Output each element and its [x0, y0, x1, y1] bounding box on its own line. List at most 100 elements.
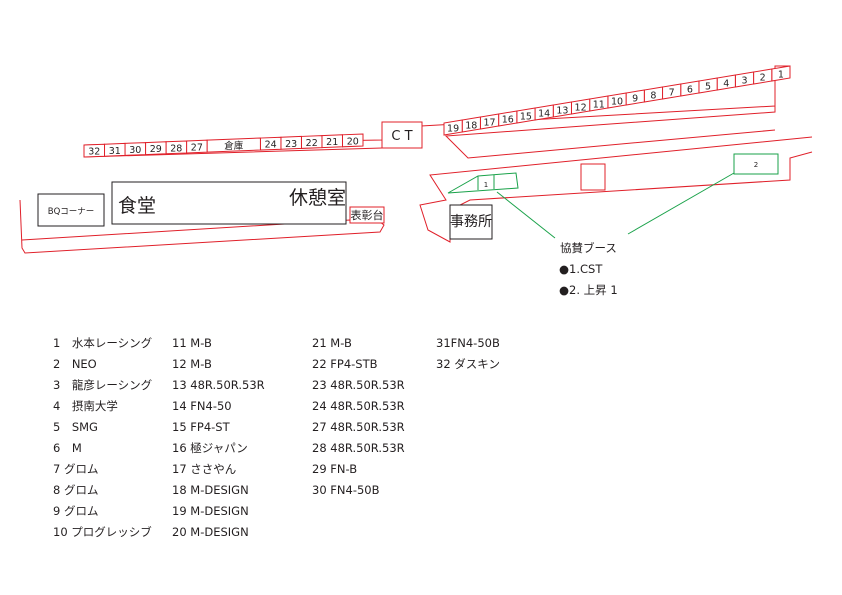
left-booth-label: 28: [170, 143, 182, 154]
legend-entry: 31FN4-50B: [436, 336, 500, 350]
legend-entry: 2 NEO: [53, 357, 97, 371]
top-booth-label: 16: [502, 115, 514, 126]
top-booth-label: 1: [778, 70, 784, 81]
top-booth-10: 10: [607, 92, 627, 109]
top-booth-label: 9: [632, 94, 638, 105]
legend-entry: 32 ダスキン: [436, 357, 500, 371]
top-booth-4: 4: [716, 74, 736, 91]
left-booth-8: 28: [165, 140, 188, 154]
left-booth-label: 32: [88, 147, 100, 158]
legend-entry: 9 グロム: [53, 504, 99, 518]
dining-label: 食堂: [118, 195, 156, 217]
top-booth-11: 11: [589, 95, 609, 112]
left-booth-4: 23: [280, 135, 302, 150]
office-box: [449, 204, 493, 240]
legend-entry: 16 極ジャパン: [172, 441, 248, 455]
legend-entry: 18 M-DESIGN: [172, 483, 249, 497]
top-booth-13: 13: [552, 101, 572, 118]
top-booth-7: 7: [662, 83, 682, 100]
left-booth-6: 倉庫: [206, 137, 261, 153]
top-booth-6: 6: [680, 80, 700, 97]
legend-entry: 12 M-B: [172, 357, 212, 371]
legend-entry: 20 M-DESIGN: [172, 525, 249, 539]
legend-entry: 5 SMG: [53, 420, 98, 434]
left-booth-label: 24: [265, 140, 277, 151]
rest-room-label: 休憩室: [289, 187, 346, 209]
right-building-outline: [444, 106, 776, 159]
top-booth-label: 4: [723, 79, 729, 90]
left-booth-11: 31: [104, 142, 126, 157]
sponsor-title: 協賛ブース: [560, 241, 617, 255]
sponsor-leader-2: [627, 172, 735, 235]
sponsor-booth-1-label: 1: [484, 181, 488, 189]
top-booth-label: 3: [741, 76, 747, 87]
track-box: [580, 163, 606, 191]
left-booth-3: 22: [300, 135, 323, 149]
bq-corner-label: BQコーナー: [48, 207, 95, 217]
top-booth-label: 11: [593, 100, 605, 111]
legend-entry: 14 FN4-50: [172, 399, 232, 413]
legend-entry: 11 M-B: [172, 336, 212, 350]
legend-entry: 22 FP4-STB: [312, 357, 378, 371]
top-booth-18: 18: [461, 116, 481, 133]
left-booth-1: 20: [341, 133, 364, 147]
top-booth-label: 19: [447, 124, 459, 135]
left-booth-label: 23: [285, 139, 297, 150]
top-booth-label: 6: [687, 85, 693, 96]
legend-entry: 13 48R.50R.53R: [172, 378, 265, 392]
top-booth-19: 19: [443, 119, 463, 136]
track-outline: [419, 136, 813, 243]
left-booth-9: 29: [145, 141, 167, 155]
top-booth-label: 13: [556, 106, 568, 117]
left-booth-12: 32: [83, 143, 106, 158]
left-booth-label: 31: [109, 146, 121, 157]
sponsor-leader-1: [496, 191, 556, 239]
legend-entry: 15 FP4-ST: [172, 420, 230, 434]
top-booth-label: 5: [705, 82, 711, 93]
left-booth-7: 27: [186, 139, 208, 154]
left-booth-10: 30: [124, 142, 147, 156]
top-booth-2: 2: [753, 68, 773, 85]
top-booth-label: 12: [575, 103, 587, 114]
left-booth-label: 29: [150, 144, 162, 155]
legend-entry: 8 グロム: [53, 483, 99, 497]
legend-entry: 24 48R.50R.53R: [312, 399, 405, 413]
top-booth-12: 12: [570, 98, 591, 115]
top-booth-16: 16: [498, 110, 518, 127]
top-booth-label: 7: [669, 88, 675, 99]
sponsor-booth-2: [733, 153, 779, 175]
top-booth-label: 10: [611, 97, 623, 108]
top-booth-9: 9: [625, 89, 645, 106]
legend-entry: 4 摂南大学: [53, 399, 118, 413]
ct-box: [381, 121, 423, 149]
legend-entry: 29 FN-B: [312, 462, 358, 476]
left-booth-label: 21: [326, 137, 338, 148]
legend-entry: 1 水本レーシング: [53, 336, 153, 350]
legend-entry: 10 プログレッシブ: [53, 525, 152, 539]
left-booth-5: 24: [259, 136, 282, 151]
left-booth-2: 21: [321, 134, 343, 148]
sponsor-item-1: ●1.CST: [559, 262, 603, 276]
top-booth-3: 3: [734, 71, 755, 88]
sponsor-booth-1: [447, 172, 519, 194]
top-booth-label: 8: [650, 91, 656, 102]
podium-box: [349, 206, 385, 224]
left-booth-label: 22: [306, 138, 318, 149]
left-booth-label: 27: [191, 143, 203, 154]
top-booth-14: 14: [534, 104, 554, 121]
top-booth-label: 14: [538, 109, 550, 120]
legend-entry: 17 ささやん: [172, 462, 237, 476]
top-booth-label: 18: [465, 121, 477, 132]
top-booth-label: 15: [520, 112, 532, 123]
left-booth-label: 倉庫: [224, 140, 244, 152]
sponsor-booth-2-label: 2: [754, 161, 758, 169]
ct-label: C T: [391, 129, 412, 144]
bq-corner-box: [37, 193, 105, 227]
legend-entry: 27 48R.50R.53R: [312, 420, 405, 434]
legend-entry: 30 FN4-50B: [312, 483, 380, 497]
podium-label: 表彰台: [351, 208, 384, 222]
